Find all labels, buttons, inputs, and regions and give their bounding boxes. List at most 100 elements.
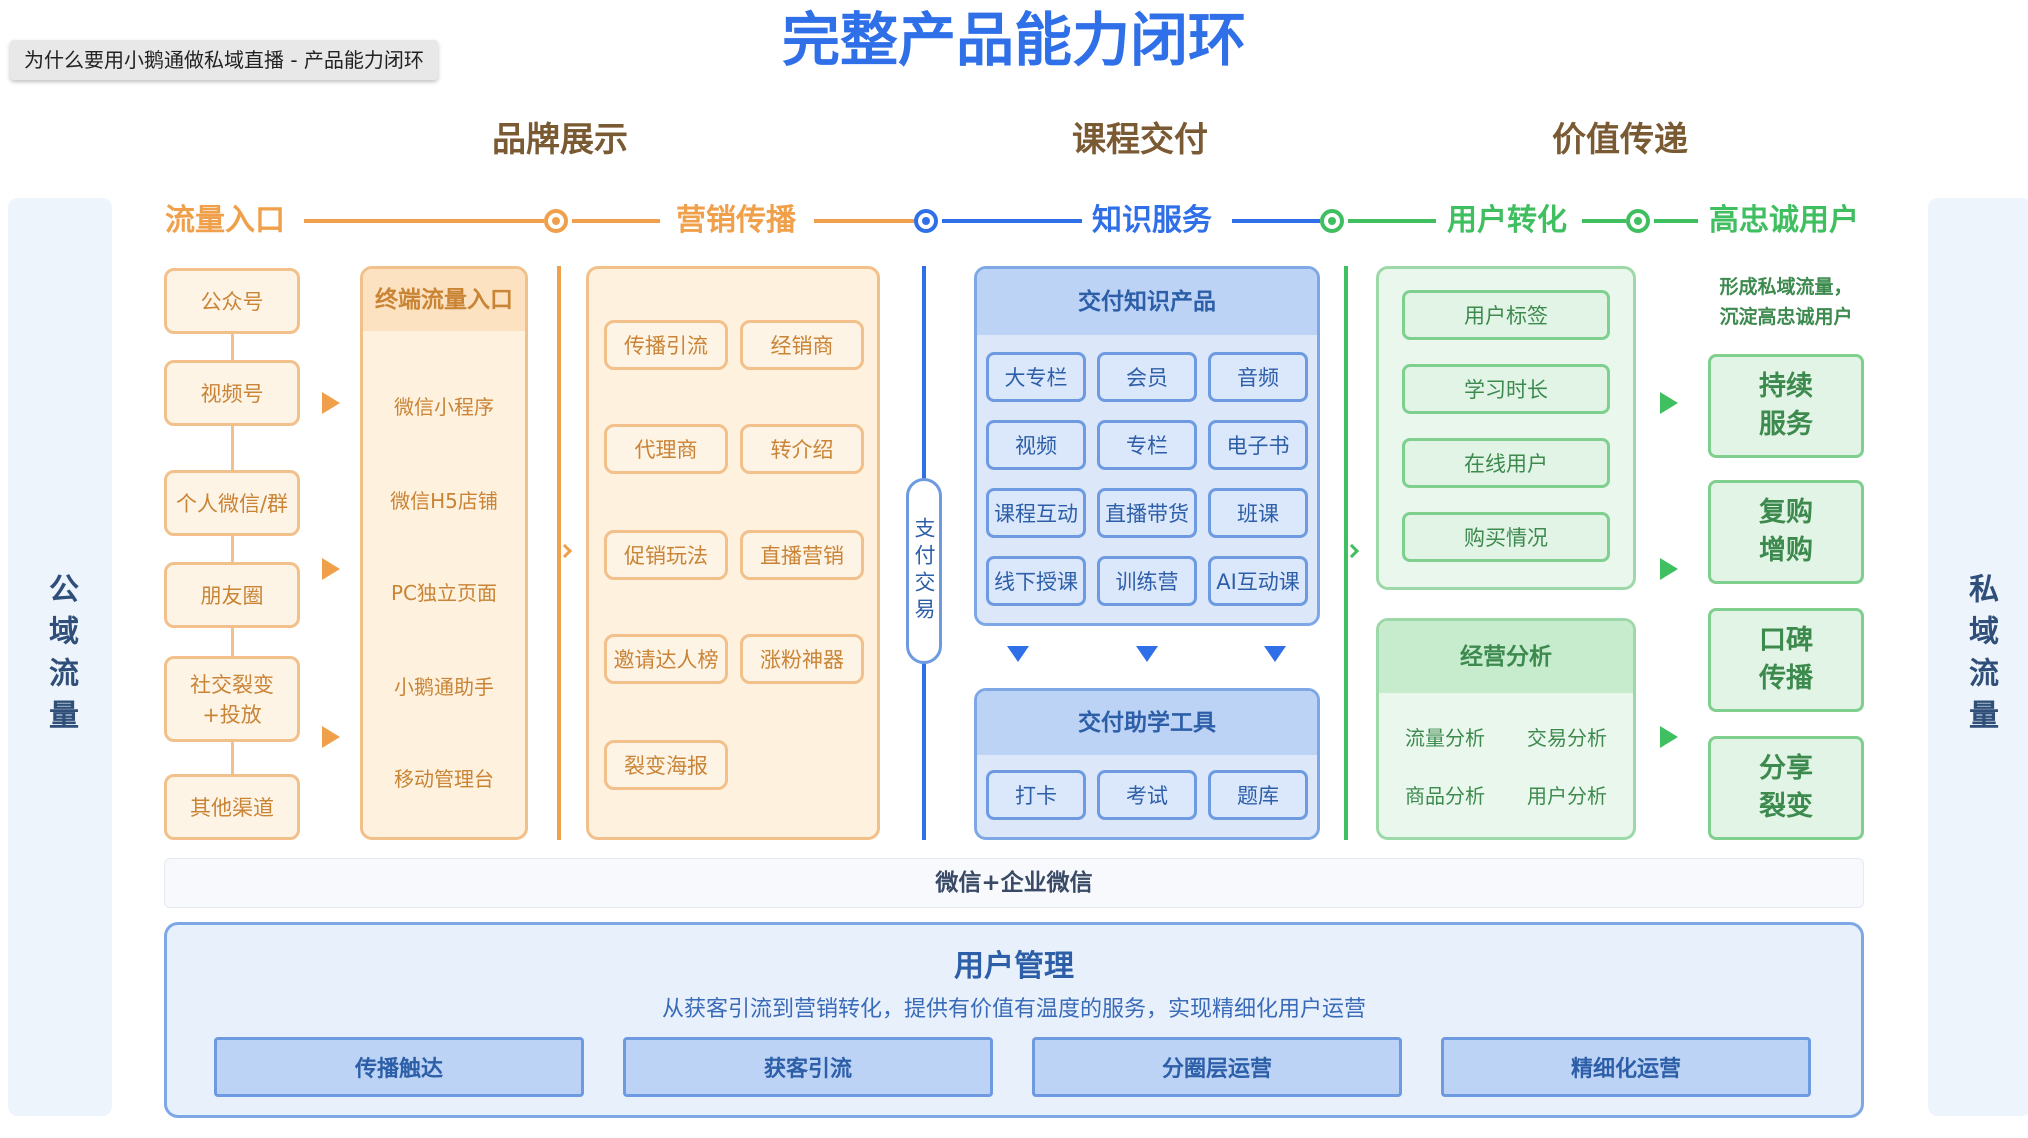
arrow-right-icon <box>322 558 340 580</box>
flow-line <box>1582 219 1626 223</box>
learning-tool-item: 题库 <box>1208 770 1308 820</box>
loyal-item-line: 持续 <box>1759 371 1813 402</box>
public-traffic-label: 公域流量 <box>43 573 78 741</box>
loyal-item: 持续 服务 <box>1708 354 1864 458</box>
knowledge-product-item: 训练营 <box>1097 556 1197 606</box>
knowledge-product-item: 电子书 <box>1208 420 1308 470</box>
arrow-down-icon <box>1007 646 1029 662</box>
loyal-item-line: 复购 <box>1759 497 1813 528</box>
marketing-item: 涨粉神器 <box>740 634 864 684</box>
marketing-item: 邀请达人榜 <box>604 634 728 684</box>
flow-traffic-entry: 流量入口 <box>165 203 285 238</box>
marketing-item: 经销商 <box>740 320 864 370</box>
loyal-note-line: 沉淀高忠诚用户 <box>1719 306 1853 328</box>
loyal-item: 分享 裂变 <box>1708 736 1864 840</box>
loyal-note-line: 形成私域流量， <box>1719 276 1853 298</box>
arrow-right-icon <box>322 392 340 414</box>
flow-line <box>1654 219 1698 223</box>
loyal-item-line: 口碑 <box>1759 625 1813 656</box>
flow-marketing: 营销传播 <box>676 203 796 238</box>
loyal-item: 口碑 传播 <box>1708 608 1864 712</box>
flow-node-dot <box>922 217 930 225</box>
wechat-bar: 微信+企业微信 <box>164 858 1864 908</box>
flow-loyal-users: 高忠诚用户 <box>1709 203 1859 238</box>
flow-node-dot <box>552 217 560 225</box>
knowledge-product-item: AI互动课 <box>1208 556 1308 606</box>
traffic-entry-other: 其他渠道 <box>164 774 300 840</box>
learning-tool-item: 打卡 <box>986 770 1086 820</box>
knowledge-product-item: 视频 <box>986 420 1086 470</box>
arrow-right-icon <box>1660 558 1678 580</box>
learning-tool-item: 考试 <box>1097 770 1197 820</box>
loyal-item-line: 服务 <box>1759 409 1813 440</box>
marketing-item: 转介绍 <box>740 424 864 474</box>
flow-conversion: 用户转化 <box>1447 203 1567 238</box>
traffic-entry-official-account: 公众号 <box>164 268 300 334</box>
business-analysis-head: 经营分析 <box>1379 621 1633 693</box>
user-tag-item: 购买情况 <box>1402 512 1610 562</box>
loyal-item-line: 裂变 <box>1759 791 1813 822</box>
flow-node-icon <box>914 209 938 233</box>
flow-line <box>304 219 544 223</box>
payment-pill: 支付交易 <box>906 478 942 664</box>
terminal-item: 小鹅通助手 <box>394 675 494 699</box>
loyal-note: 形成私域流量， 沉淀高忠诚用户 <box>1696 272 1876 332</box>
flow-node-dot <box>1634 217 1642 225</box>
arrow-right-icon <box>1660 392 1678 414</box>
section-title-brand: 品牌展示 <box>492 120 628 160</box>
payment-label: 支付交易 <box>912 517 936 625</box>
section-title-course: 课程交付 <box>1072 120 1208 160</box>
flow-node-icon <box>1626 209 1650 233</box>
traffic-entry-video-channel: 视频号 <box>164 360 300 426</box>
flow-line <box>814 219 914 223</box>
traffic-entry-moments: 朋友圈 <box>164 562 300 628</box>
user-management-panel: 用户管理 从获客引流到营销转化，提供有价值有温度的服务，实现精细化用户运营 传播… <box>164 922 1864 1118</box>
user-tag-item: 学习时长 <box>1402 364 1610 414</box>
um-button-tiered: 分圈层运营 <box>1032 1037 1402 1097</box>
loyal-item-line: 分享 <box>1759 753 1813 784</box>
terminal-panel: 终端流量入口 微信小程序 微信H5店铺 PC独立页面 小鹅通助手 移动管理台 <box>360 266 528 840</box>
user-tag-item: 用户标签 <box>1402 290 1610 340</box>
user-tag-item: 在线用户 <box>1402 438 1610 488</box>
marketing-item: 代理商 <box>604 424 728 474</box>
business-analysis-panel: 经营分析 <box>1376 618 1636 840</box>
knowledge-product-item: 班课 <box>1208 488 1308 538</box>
section-title-value: 价值传递 <box>1552 120 1688 160</box>
learning-tools-head: 交付助学工具 <box>977 691 1317 755</box>
page-title: 完整产品能力闭环 <box>781 6 1246 74</box>
terminal-item: 微信小程序 <box>394 395 494 419</box>
user-management-title: 用户管理 <box>954 949 1074 984</box>
knowledge-product-item: 音频 <box>1208 352 1308 402</box>
arrow-right-icon <box>1660 726 1678 748</box>
flow-knowledge: 知识服务 <box>1092 203 1212 238</box>
terminal-item: PC独立页面 <box>390 581 498 605</box>
divider-line <box>557 266 561 840</box>
knowledge-product-item: 课程互动 <box>986 488 1086 538</box>
analysis-item: 商品分析 <box>1405 784 1485 808</box>
flow-node-dot <box>1328 217 1336 225</box>
loyal-item: 复购 增购 <box>1708 480 1864 584</box>
terminal-panel-head: 终端流量入口 <box>363 269 525 331</box>
loyal-item-line: 增购 <box>1759 535 1813 566</box>
private-traffic-band: 私域流量 <box>1928 198 2028 1116</box>
public-traffic-band: 公域流量 <box>8 198 112 1116</box>
flow-line <box>572 219 660 223</box>
divider-line <box>1344 266 1348 840</box>
marketing-item: 裂变海报 <box>604 740 728 790</box>
um-button-reach: 传播触达 <box>214 1037 584 1097</box>
private-traffic-label: 私域流量 <box>1963 573 1998 741</box>
knowledge-product-item: 直播带货 <box>1097 488 1197 538</box>
marketing-item: 传播引流 <box>604 320 728 370</box>
tooltip: 为什么要用小鹅通做私域直播 - 产品能力闭环 <box>10 40 438 80</box>
analysis-item: 用户分析 <box>1527 784 1607 808</box>
flow-line <box>1232 219 1320 223</box>
traffic-entry-personal-wechat: 个人微信/群 <box>164 470 300 536</box>
um-button-refined: 精细化运营 <box>1441 1037 1811 1097</box>
user-management-subtitle: 从获客引流到营销转化，提供有价值有温度的服务，实现精细化用户运营 <box>661 997 1366 1022</box>
arrow-right-icon <box>322 726 340 748</box>
analysis-item: 流量分析 <box>1405 726 1485 750</box>
knowledge-product-item: 大专栏 <box>986 352 1086 402</box>
marketing-item: 直播营销 <box>740 530 864 580</box>
knowledge-product-item: 专栏 <box>1097 420 1197 470</box>
flow-line <box>942 219 1082 223</box>
